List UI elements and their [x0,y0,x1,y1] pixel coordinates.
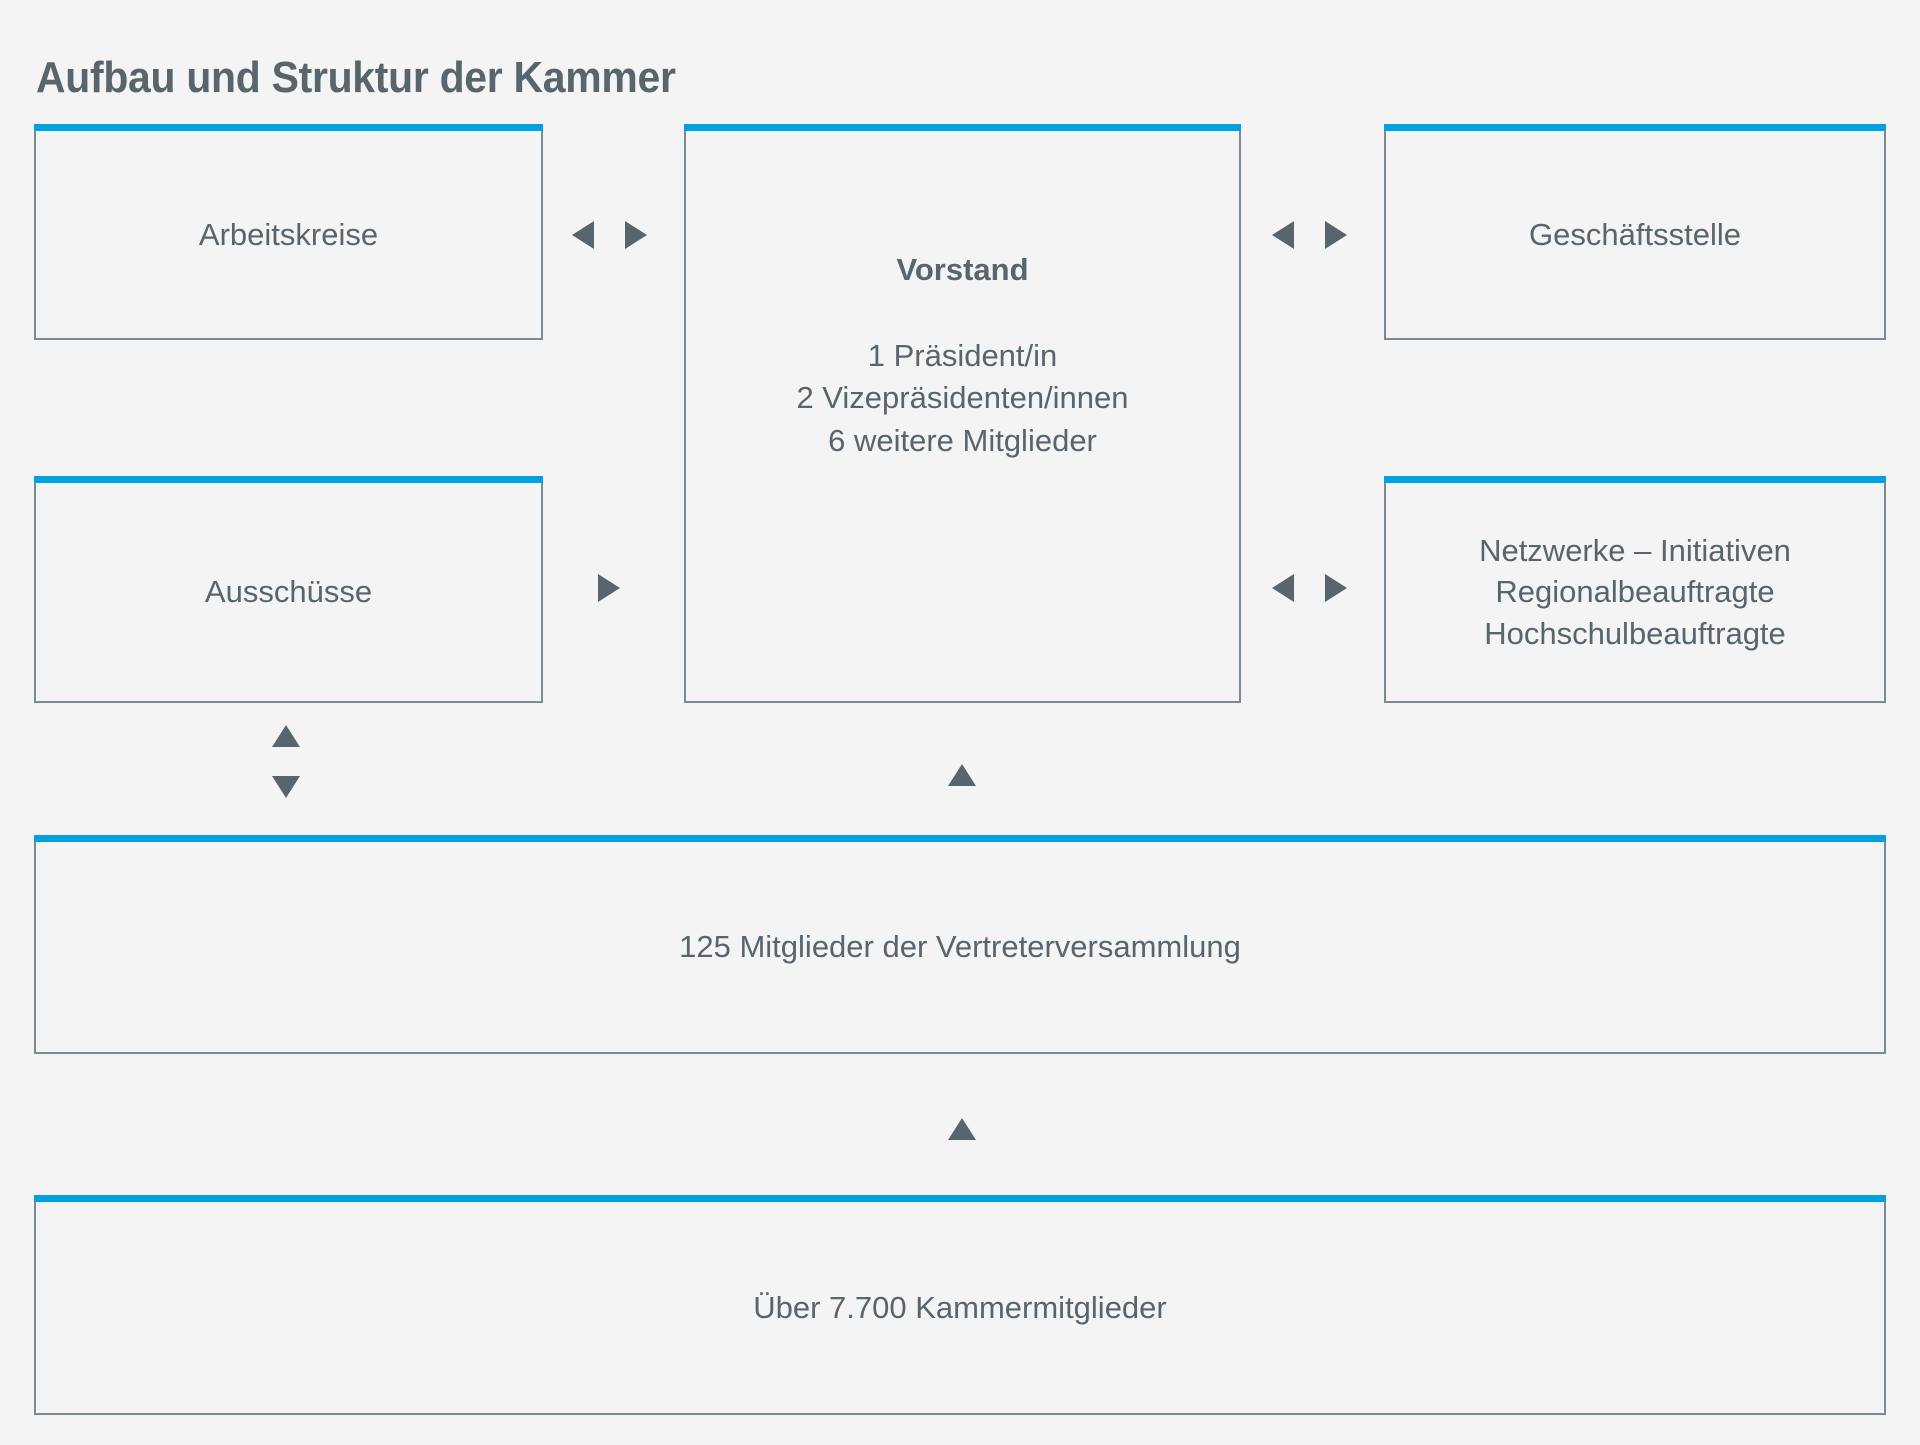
node-vorstand-content: Vorstand 1 Präsident/in 2 Vizepräsidente… [686,131,1239,462]
page-title: Aufbau und Struktur der Kammer [36,53,676,103]
node-vertreterversammlung: 125 Mitglieder der Vertreterversammlung [34,835,1886,1054]
arrow-right-icon [598,574,620,602]
node-kammermitglieder-label: Über 7.700 Kammermitglieder [753,1289,1167,1325]
arrow-right-icon [625,221,647,249]
node-netzwerke-line-1: Netzwerke – Initiativen [1479,532,1791,568]
arrow-right-icon [1325,574,1347,602]
arrow-up-icon [272,725,300,747]
node-netzwerke-line-2: Regionalbeauftragte [1495,574,1775,610]
node-geschaeftsstelle: Geschäftsstelle [1384,124,1886,340]
arrow-left-icon [572,221,594,249]
node-vorstand-line-1: 1 Präsident/in [867,338,1058,373]
node-vorstand-heading: Vorstand [896,252,1029,287]
node-netzwerke-label: Netzwerke – Initiativen Regionalbeauftra… [1469,530,1801,655]
node-netzwerke: Netzwerke – Initiativen Regionalbeauftra… [1384,476,1886,703]
node-netzwerke-line-3: Hochschulbeauftragte [1484,615,1786,651]
arrow-left-icon [1272,574,1294,602]
node-ausschuesse-label: Ausschüsse [204,574,373,610]
arrow-left-icon [1272,221,1294,249]
node-vertreterversammlung-label: 125 Mitglieder der Vertreterversammlung [679,929,1241,965]
arrow-up-icon [948,764,976,786]
node-arbeitskreise-label: Arbeitskreise [198,216,379,252]
node-arbeitskreise: Arbeitskreise [34,124,543,340]
node-geschaeftsstelle-label: Geschäftsstelle [1529,216,1741,252]
node-ausschuesse: Ausschüsse [34,476,543,703]
node-kammermitglieder: Über 7.700 Kammermitglieder [34,1195,1886,1415]
node-vorstand-line-3: 6 weitere Mitglieder [828,422,1097,458]
node-vorstand-line-2: 2 Vizepräsidenten/innen [796,380,1129,416]
arrow-right-icon [1325,221,1347,249]
arrow-up-icon [948,1118,976,1140]
arrow-down-icon [272,776,300,798]
node-vorstand: Vorstand 1 Präsident/in 2 Vizepräsidente… [684,124,1241,703]
node-vorstand-lines: 1 Präsident/in 2 Vizepräsidenten/innen 6… [686,335,1239,462]
